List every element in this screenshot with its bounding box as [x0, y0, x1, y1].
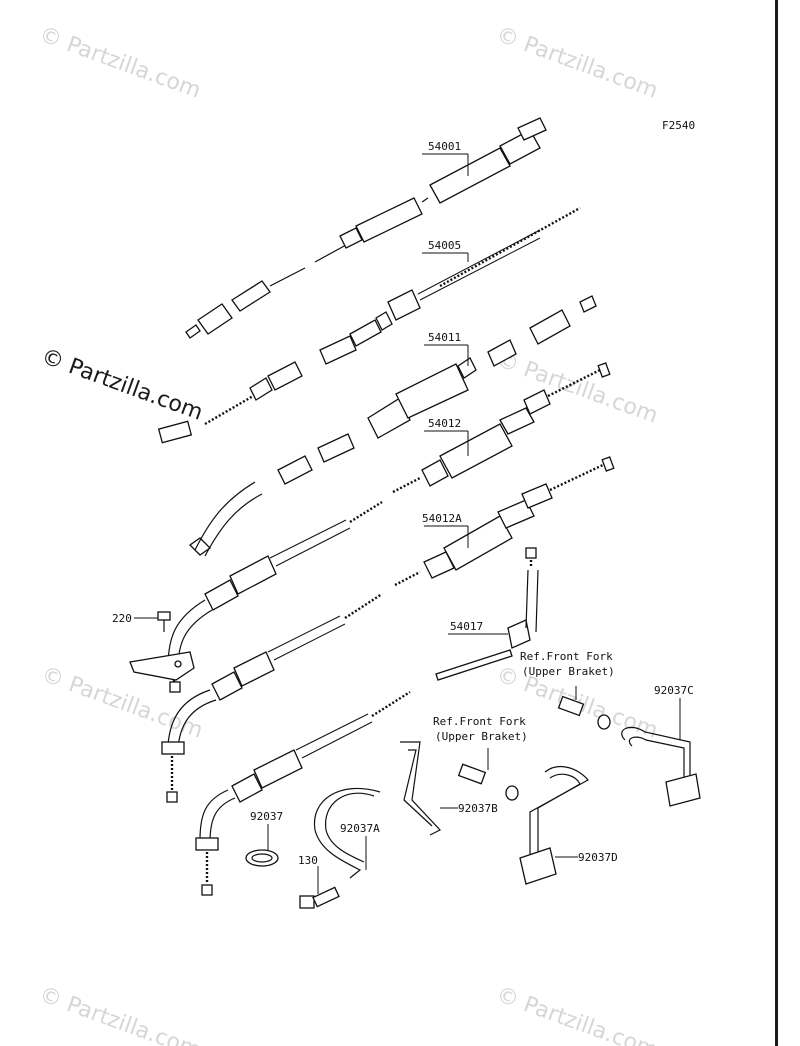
screw-220 [157, 611, 171, 632]
callout-labels: 54001 54005 54011 54012 54012A 54017 220… [112, 140, 694, 867]
watermarks: © Partzilla.com © Partzilla.com © Partzi… [36, 22, 661, 1046]
bracket-92037D [519, 766, 589, 885]
bracket-92037A [313, 787, 381, 879]
cable-54012 [392, 362, 611, 494]
cable-54001 [185, 117, 547, 339]
callout-220: 220 [112, 612, 132, 625]
diagram-code: F2540 [662, 119, 695, 132]
callout-92037C: 92037C [654, 684, 694, 697]
watermark-logo-text: © Partzilla.com [38, 344, 206, 426]
callout-92037: 92037 [250, 810, 283, 823]
reference-upper-line1: Ref.Front Fork [520, 650, 613, 663]
reference-notes: Ref.Front Fork (Upper Braket) Ref.Front … [433, 650, 615, 743]
watermark-text: © Partzilla.com [36, 22, 204, 104]
bracket-92037C [621, 726, 701, 807]
bracket-92037B [400, 741, 441, 836]
cable-54011 [157, 295, 597, 557]
bolt-ref-upper [557, 695, 611, 730]
callout-54005: 54005 [428, 239, 461, 252]
rod-54017 [435, 547, 539, 681]
clamp-92037 [245, 849, 279, 867]
cable-throttle-lower [129, 500, 383, 693]
callout-54001: 54001 [428, 140, 461, 153]
callout-lines [134, 153, 681, 894]
callout-92037B: 92037B [458, 802, 498, 815]
cable-54012A [394, 456, 615, 587]
callout-54012: 54012 [428, 417, 461, 430]
callout-92037A: 92037A [340, 822, 380, 835]
page-edge-line [775, 0, 778, 1046]
watermark-text: © Partzilla.com [36, 982, 204, 1046]
callout-92037D: 92037D [578, 851, 618, 864]
reference-lower-line2: (Upper Braket) [435, 730, 528, 743]
bolt-130 [299, 886, 340, 909]
callout-54011: 54011 [428, 331, 461, 344]
cable-54005 [204, 206, 581, 426]
watermark-text: © Partzilla.com [493, 982, 661, 1046]
reference-upper-line2: (Upper Braket) [522, 665, 615, 678]
reference-lower-line1: Ref.Front Fork [433, 715, 526, 728]
cable-throttle-bottom [195, 690, 411, 896]
watermark-text: © Partzilla.com [493, 22, 661, 104]
bolt-ref-lower [457, 763, 519, 801]
callout-130: 130 [298, 854, 318, 867]
cable-throttle-middle [161, 592, 383, 803]
callout-54012A: 54012A [422, 512, 462, 525]
callout-54017: 54017 [450, 620, 483, 633]
